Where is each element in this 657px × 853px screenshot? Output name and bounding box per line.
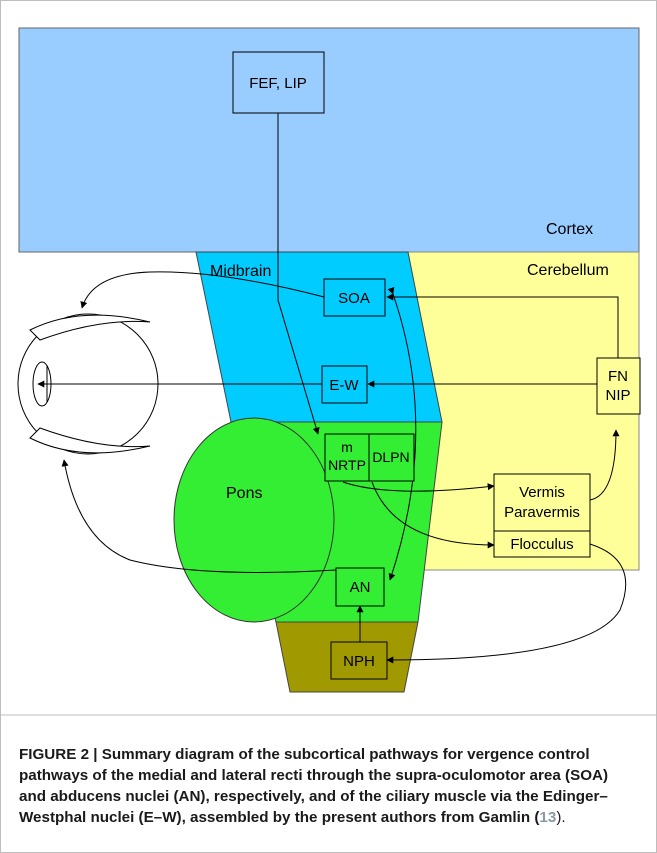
node-vermis: Vermis Paravermis [493,473,591,532]
node-fef-lip-label: FEF, LIP [249,75,307,92]
caption-tail: ). [556,809,566,826]
node-nph-label: NPH [343,653,375,670]
node-flocculus-label: Flocculus [510,536,573,553]
node-ew: E-W [321,365,368,404]
cortex-label: Cortex [546,221,593,238]
node-soa-label: SOA [338,290,370,307]
pathway-lines [37,113,627,664]
node-an-label: AN [350,579,371,596]
midbrain-label: Midbrain [210,263,271,280]
node-an: AN [335,567,385,607]
node-nrtp-label: NRTP [328,457,366,473]
caption-text: FIGURE 2 | Summary diagram of the subcor… [19,746,609,826]
node-fef-lip: FEF, LIP [232,51,325,114]
cortex-region [18,27,640,253]
node-ew-label: E-W [329,377,359,394]
caption-reference-link[interactable]: 13 [539,809,557,826]
node-soa: SOA [323,278,386,317]
figure-caption: FIGURE 2 | Summary diagram of the subcor… [19,744,639,828]
node-paravermis-label: Paravermis [504,504,580,521]
node-dlpn-label: DLPN [372,449,409,465]
node-vermis-label: Vermis [519,484,565,501]
node-flocculus: Flocculus [493,530,591,558]
cerebellum-label: Cerebellum [527,262,609,279]
node-fn-label: FN [608,368,628,385]
node-fn-nip: FN NIP [596,357,641,415]
pons-ellipse [173,417,335,623]
pons-label: Pons [226,485,262,502]
node-m-label: m [341,439,353,455]
node-nrtp: m NRTP [324,433,370,482]
node-dlpn: DLPN [368,433,415,482]
node-nip-label: NIP [605,387,630,404]
node-nph: NPH [330,641,388,680]
